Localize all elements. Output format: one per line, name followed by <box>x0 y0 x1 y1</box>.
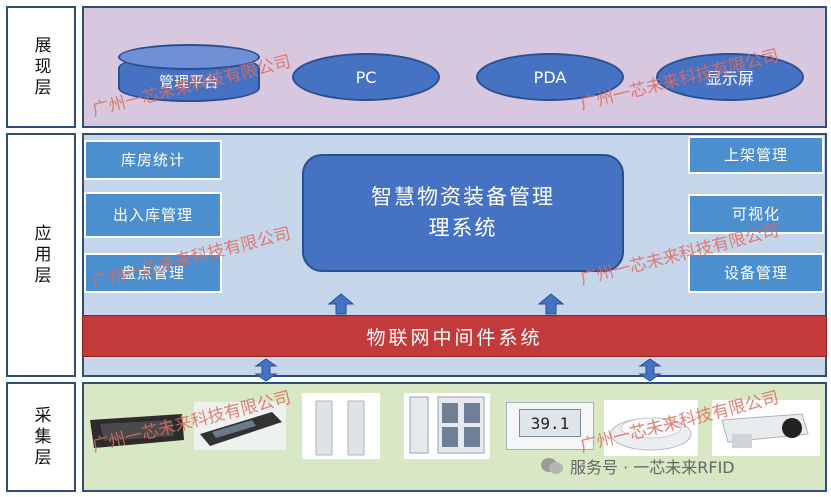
platform-label: 管理平台 <box>158 73 219 91</box>
layer-label-application: 应用层 <box>6 133 76 377</box>
temp-humidity-sensor: 39.1 <box>506 402 594 450</box>
display-screen-node: 显示屏 <box>656 53 804 101</box>
pda-label: PDA <box>533 67 567 87</box>
system-title-line1: 智慧物资装备管理 <box>371 184 555 209</box>
stocktake-management-label: 盘点管理 <box>120 263 185 282</box>
display-screen-label: 显示屏 <box>705 69 754 88</box>
equipment-management-system: 智慧物资装备管理 理系统 <box>302 154 624 272</box>
shelving-management-label: 上架管理 <box>723 145 788 164</box>
shelving-management-box: 上架管理 <box>688 136 824 174</box>
layer-label-text: 采集层 <box>30 405 51 469</box>
in-out-management-box: 出入库管理 <box>84 192 222 238</box>
smart-cabinet-icon <box>404 393 490 459</box>
sensor-screen: 39.1 <box>519 409 581 437</box>
account-footer: 服务号 · 一芯未来RFID <box>540 452 825 480</box>
pc-node: PC <box>292 53 440 101</box>
gate-antenna-icon <box>302 393 380 459</box>
iot-middleware-bar: 物联网中间件系统 <box>82 315 827 357</box>
visualization-label: 可视化 <box>731 204 780 223</box>
pc-label: PC <box>355 67 377 87</box>
layer-label-collection: 采集层 <box>6 382 76 492</box>
inventory-stats-box: 库房统计 <box>84 140 222 180</box>
system-title-line2: 理系统 <box>428 216 498 240</box>
up-arrow-icon <box>328 293 354 315</box>
layer-label-text: 展现层 <box>30 35 51 99</box>
wechat-icon <box>541 458 563 474</box>
layer-label-display: 展现层 <box>6 6 76 128</box>
bidirectional-arrow-icon <box>254 358 278 382</box>
up-arrow-icon <box>538 293 564 315</box>
desktop-reader-icon <box>90 414 184 448</box>
inventory-stats-label: 库房统计 <box>120 150 185 169</box>
device-management-box: 设备管理 <box>688 253 824 293</box>
bidirectional-arrow-icon <box>638 358 662 382</box>
middleware-label: 物联网中间件系统 <box>366 326 543 349</box>
layer-label-text: 应用层 <box>30 223 51 287</box>
pda-node: PDA <box>476 53 624 101</box>
platform-cylinder-top <box>118 44 260 70</box>
handheld-pda-icon <box>194 402 286 450</box>
account-footer-text: 服务号 · 一芯未来RFID <box>570 458 735 477</box>
device-management-label: 设备管理 <box>723 263 788 282</box>
stocktake-management-box: 盘点管理 <box>84 253 222 293</box>
smoke-detector-icon <box>604 400 698 456</box>
visualization-box: 可视化 <box>688 194 824 234</box>
camera-icon <box>712 400 820 456</box>
in-out-management-label: 出入库管理 <box>112 205 193 224</box>
